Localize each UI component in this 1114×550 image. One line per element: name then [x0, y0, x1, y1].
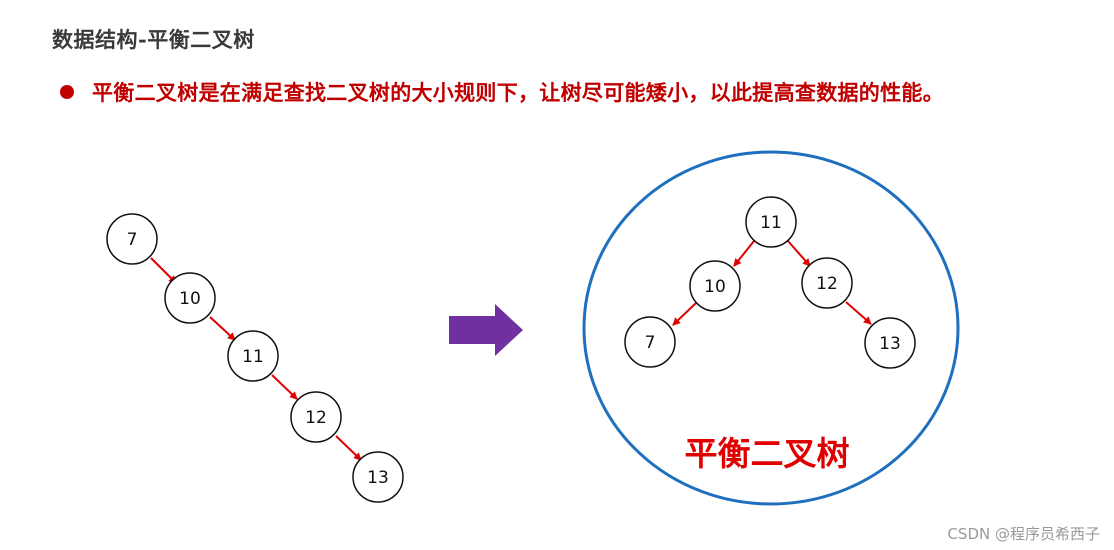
bullet-text: 平衡二叉树是在满足查找二叉树的大小规则下，让树尽可能矮小，以此提高查数据的性能。 — [92, 80, 944, 105]
node-circle — [801, 257, 853, 309]
edge-12-13 — [335, 435, 362, 461]
tree-node: 7 — [624, 316, 676, 368]
tree-node: 10 — [689, 260, 741, 312]
node-label: 12 — [305, 408, 327, 428]
balanced-tree-label: 平衡二叉树 — [685, 434, 850, 473]
bullet-dot-icon — [60, 85, 74, 99]
node-label: 13 — [367, 468, 389, 488]
tree-node: 11 — [227, 330, 279, 382]
tree-node: 7 — [106, 213, 158, 265]
tree-node: 12 — [290, 391, 342, 443]
node-circle — [227, 330, 279, 382]
tree-node: 13 — [864, 317, 916, 369]
edge-11-10 — [733, 240, 755, 267]
node-circle — [864, 317, 916, 369]
node-label: 7 — [645, 333, 656, 353]
watermark: CSDN @程序员希西子 — [947, 525, 1100, 543]
bullet-point: 平衡二叉树是在满足查找二叉树的大小规则下，让树尽可能矮小，以此提高查数据的性能。 — [60, 78, 944, 106]
node-circle — [624, 316, 676, 368]
node-circle — [106, 213, 158, 265]
node-label: 11 — [760, 213, 782, 233]
edge-10-7 — [672, 302, 697, 326]
node-circle — [164, 272, 216, 324]
right-arrow-icon — [449, 304, 523, 356]
node-label: 12 — [816, 274, 838, 294]
node-circle — [745, 196, 797, 248]
tree-node: 10 — [164, 272, 216, 324]
tree-node: 11 — [745, 196, 797, 248]
node-label: 11 — [242, 347, 264, 367]
node-label: 10 — [704, 277, 726, 297]
edge-10-11 — [209, 316, 236, 341]
node-label: 10 — [179, 289, 201, 309]
tree-node: 12 — [801, 257, 853, 309]
edge-12-13 — [845, 301, 872, 325]
edge-11-12 — [787, 240, 811, 267]
edge-11-12 — [271, 374, 298, 400]
tree-node: 13 — [352, 451, 404, 503]
page-title: 数据结构-平衡二叉树 — [52, 27, 255, 52]
node-label: 13 — [879, 334, 901, 354]
balanced-tree: 11 10 12 7 13 平衡二叉树 — [624, 196, 916, 473]
node-label: 7 — [127, 230, 138, 250]
unbalanced-tree: 7 10 11 12 13 — [106, 213, 404, 503]
node-circle — [689, 260, 741, 312]
node-circle — [352, 451, 404, 503]
node-circle — [290, 391, 342, 443]
enclosing-circle — [582, 150, 960, 506]
edge-7-10 — [150, 257, 177, 284]
